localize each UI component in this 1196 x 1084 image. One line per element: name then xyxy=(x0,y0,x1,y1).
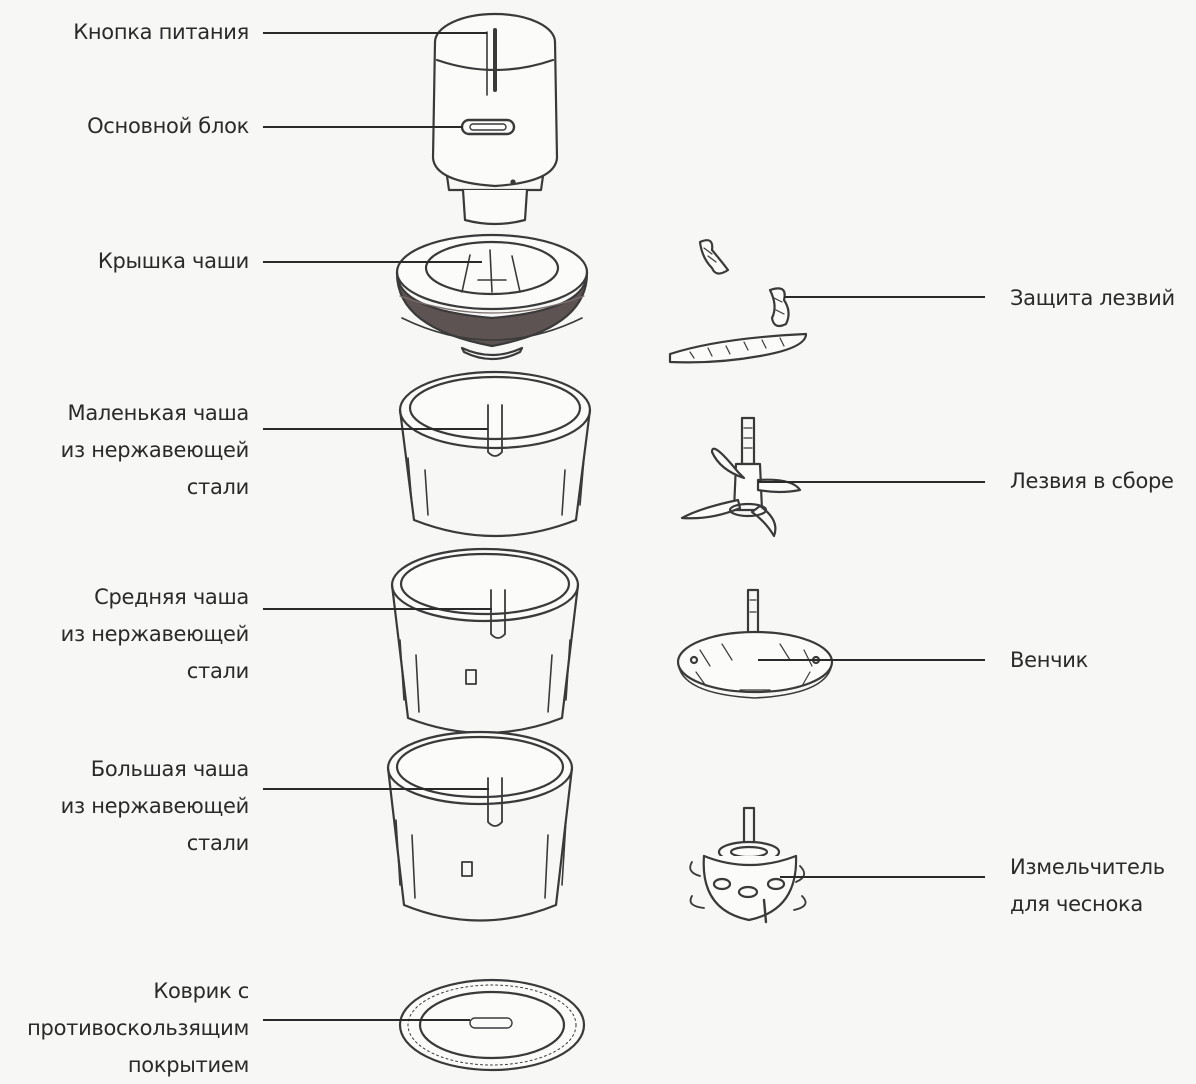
label-blade-guard: Защита лезвий xyxy=(1010,280,1175,317)
blade-guard-illustration xyxy=(670,240,806,362)
label-blade-assembly-text: Лезвия в сборе xyxy=(1010,463,1174,500)
label-small-bowl-line-2: из нержавеющей xyxy=(61,432,249,469)
blade-assembly-illustration xyxy=(682,418,800,536)
label-garlic-chopper-line-1: Измельчитель xyxy=(1010,849,1165,886)
label-anti-slip-mat-line-3: покрытием xyxy=(27,1047,249,1084)
label-bowl-lid-text: Крышка чаши xyxy=(98,243,249,280)
label-garlic-chopper: Измельчитель для чеснока xyxy=(1010,849,1165,923)
label-garlic-chopper-line-2: для чеснока xyxy=(1010,886,1165,923)
label-medium-bowl-line-2: из нержавеющей xyxy=(61,616,249,653)
label-large-bowl-line-3: стали xyxy=(61,825,249,862)
label-small-bowl-line-1: Маленькая чаша xyxy=(61,395,249,432)
label-medium-bowl-line-1: Средняя чаша xyxy=(61,579,249,616)
label-small-bowl-line-3: стали xyxy=(61,469,249,506)
anti-slip-mat-illustration xyxy=(400,980,584,1070)
main-unit-illustration xyxy=(433,14,557,224)
label-main-unit-text: Основной блок xyxy=(87,108,249,145)
label-anti-slip-mat-line-1: Коврик с xyxy=(27,973,249,1010)
label-main-unit: Основной блок xyxy=(87,108,249,145)
label-large-bowl: Большая чаша из нержавеющей стали xyxy=(61,751,249,862)
bowl-lid-illustration xyxy=(397,235,587,359)
label-small-bowl: Маленькая чаша из нержавеющей стали xyxy=(61,395,249,506)
label-medium-bowl-line-3: стали xyxy=(61,653,249,690)
label-whisk: Венчик xyxy=(1010,642,1088,679)
label-medium-bowl: Средняя чаша из нержавеющей стали xyxy=(61,579,249,690)
label-large-bowl-line-2: из нержавеющей xyxy=(61,788,249,825)
label-anti-slip-mat-line-2: противоскользящим xyxy=(27,1010,249,1047)
large-bowl-illustration xyxy=(388,732,572,921)
label-bowl-lid: Крышка чаши xyxy=(98,243,249,280)
label-blade-assembly: Лезвия в сборе xyxy=(1010,463,1174,500)
label-anti-slip-mat: Коврик с противоскользящим покрытием xyxy=(27,973,249,1084)
label-blade-guard-text: Защита лезвий xyxy=(1010,280,1175,317)
whisk-illustration xyxy=(678,590,832,698)
label-power-button: Кнопка питания xyxy=(73,14,249,51)
small-bowl-illustration xyxy=(400,372,590,536)
medium-bowl-illustration xyxy=(392,549,578,733)
label-whisk-text: Венчик xyxy=(1010,642,1088,679)
garlic-chopper-illustration xyxy=(690,808,805,922)
label-large-bowl-line-1: Большая чаша xyxy=(61,751,249,788)
label-power-button-text: Кнопка питания xyxy=(73,14,249,51)
